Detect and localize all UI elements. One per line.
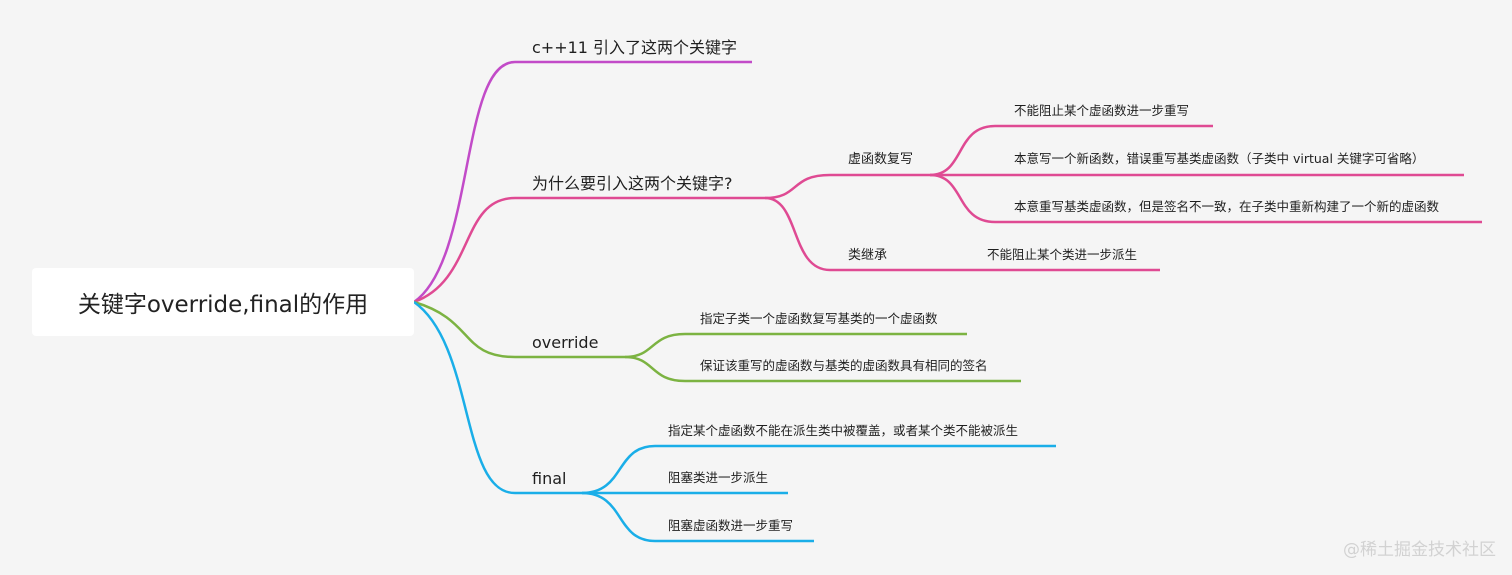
node-virtual-override[interactable]: 虚函数复写 bbox=[848, 152, 914, 167]
connector-root-why bbox=[413, 196, 765, 304]
leaf-final-3[interactable]: 阻塞虚函数进一步重写 bbox=[668, 518, 794, 533]
connector-why-virtual bbox=[764, 173, 930, 200]
leaf-final-2[interactable]: 阻塞类进一步派生 bbox=[668, 470, 769, 485]
branch-label-c11[interactable]: c++11 引入了这两个关键字 bbox=[532, 38, 738, 57]
connector-root-override bbox=[413, 300, 625, 359]
leaf-class-1[interactable]: 不能阻止某个类进一步派生 bbox=[987, 247, 1138, 262]
branch-label-override[interactable]: override bbox=[532, 333, 599, 352]
connector-final-1 bbox=[581, 444, 1056, 495]
watermark: @稀土掘金技术社区 bbox=[1343, 540, 1496, 560]
root-label: 关键字override,final的作用 bbox=[77, 292, 369, 318]
leaf-virtual-3[interactable]: 本意重写基类虚函数，但是签名不一致，在子类中重新构建了一个新的虚函数 bbox=[1014, 199, 1440, 214]
connector-root-c11 bbox=[413, 60, 752, 304]
connector-root-final bbox=[413, 300, 582, 495]
leaf-override-2[interactable]: 保证该重写的虚函数与基类的虚函数具有相同的签名 bbox=[700, 358, 988, 373]
leaf-virtual-2[interactable]: 本意写一个新函数，错误重写基类虚函数（子类中 virtual 关键字可省略） bbox=[1014, 151, 1425, 166]
leaf-final-1[interactable]: 指定某个虚函数不能在派生类中被覆盖，或者某个类不能被派生 bbox=[668, 423, 1019, 438]
branch-label-final[interactable]: final bbox=[532, 469, 567, 488]
connector-override-1 bbox=[624, 332, 967, 359]
leaf-override-1[interactable]: 指定子类一个虚函数复写基类的一个虚函数 bbox=[700, 311, 938, 326]
branch-label-why[interactable]: 为什么要引入这两个关键字? bbox=[532, 174, 733, 193]
connector-final-3 bbox=[581, 491, 814, 543]
connector-virtual-3 bbox=[929, 173, 1482, 224]
leaf-virtual-1[interactable]: 不能阻止某个虚函数进一步重写 bbox=[1014, 103, 1190, 118]
connector-override-2 bbox=[624, 355, 1021, 383]
root-node[interactable]: 关键字override,final的作用 bbox=[32, 268, 414, 336]
connector-why-class bbox=[764, 196, 1160, 272]
connector-virtual-1 bbox=[929, 124, 1213, 177]
node-class-inheritance[interactable]: 类继承 bbox=[848, 248, 888, 263]
